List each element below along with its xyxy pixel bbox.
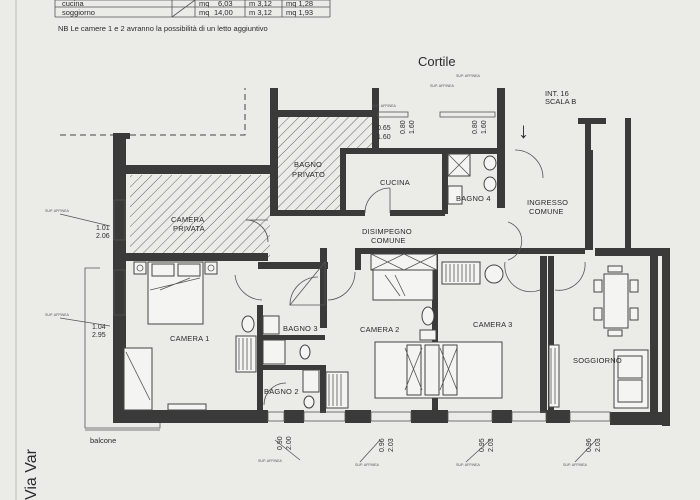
table-note: NB Le camere 1 e 2 avranno la possibilit… — [58, 24, 268, 33]
area-tag-top-a: SUP. AFFINEA — [372, 104, 397, 108]
table-cucina-height: m 3,12 — [249, 0, 272, 8]
doors — [234, 149, 586, 406]
table-soggiorno-aux: mq 1,93 — [286, 8, 313, 17]
entrance-ref-int: INT. 16 — [545, 89, 569, 98]
bagno4-label: BAGNO 4 — [456, 194, 491, 203]
area-tag-courtyard: SUP. AFFINEA — [456, 74, 481, 78]
dim-top-a1: 0.65 — [377, 125, 391, 132]
dining-table — [603, 273, 629, 329]
bagno-privato-label-2: PRIVATO — [292, 170, 325, 179]
camera3-label: CAMERA 3 — [473, 320, 513, 329]
area-tag-left-a: SUP. AFFINEA — [45, 209, 70, 213]
dim-bottom-b1: 0.96 — [379, 438, 386, 452]
dim-top-b1: 0.80 — [400, 120, 407, 134]
table-cucina-area: 6,03 — [218, 0, 233, 8]
corridor-wardrobe — [370, 253, 438, 271]
bagno3-label: BAGNO 3 — [283, 324, 318, 333]
dim-bottom-c1: 0.95 — [479, 438, 486, 452]
bagno2-label: BAGNO 2 — [264, 387, 299, 396]
dim-bottom-a1: 0.90 — [277, 436, 284, 450]
dim-top-a2: 1.60 — [377, 134, 391, 141]
table-soggiorno-name: soggiorno — [62, 8, 95, 17]
entrance-arrow-icon: ↓ — [518, 118, 529, 143]
camera-privata-hatch — [130, 175, 270, 258]
bagno-privato-label: BAGNO — [294, 160, 322, 169]
dim-left-a1: 1.01 — [96, 225, 110, 232]
furniture — [123, 153, 649, 411]
area-tag-bottom-a: SUP. AFFINEA — [258, 459, 283, 463]
area-tag-bottom-c: SUP. AFFINEA — [456, 463, 481, 467]
balcone-label: balcone — [90, 436, 116, 445]
dimensions: 0.65 1.60 0.80 1.60 0.80 1.60 SUP. AFFIN… — [45, 84, 602, 467]
camera3-wardrobe — [441, 261, 481, 285]
camera2-bed — [372, 269, 434, 301]
table-soggiorno-height: m 3,12 — [249, 8, 272, 17]
dim-top-c1: 0.80 — [472, 120, 479, 134]
balcony — [84, 267, 161, 431]
street-label: Via Var — [23, 448, 40, 500]
soggiorno-label: SOGGIORNO — [573, 356, 622, 365]
camera-privata-label: CAMERA — [171, 215, 204, 224]
area-tag-left-b: SUP. AFFINEA — [45, 313, 70, 317]
camera1-label: CAMERA 1 — [170, 334, 210, 343]
courtyard-label: Cortile — [418, 54, 456, 69]
area-tag-bottom-b: SUP. AFFINEA — [355, 463, 380, 467]
room-labels: BAGNO PRIVATO CUCINA BAGNO 4 INGRESSO CO… — [90, 160, 622, 445]
tv-unit — [548, 344, 560, 408]
table-cucina-unit: mq — [199, 0, 209, 8]
dim-bottom-d1: 0.96 — [586, 438, 593, 452]
dim-left-b1: 1.04 — [92, 324, 106, 331]
table-cucina-name: cucina — [62, 0, 85, 8]
table-soggiorno-unit: mq — [199, 8, 209, 17]
windows — [113, 111, 611, 422]
bagno-privato-hatch — [278, 117, 372, 212]
cucina-label: CUCINA — [380, 178, 410, 187]
ingresso-label: INGRESSO — [527, 198, 568, 207]
table-cucina-aux: mq 1,28 — [286, 0, 313, 8]
area-tag-top-b: SUP. AFFINEA — [430, 84, 455, 88]
dim-left-a2: 2.06 — [96, 233, 110, 240]
dim-top-b2: 1.60 — [409, 120, 416, 134]
disimpegno-label: DISIMPEGNO — [362, 227, 412, 236]
ingresso-label-2: COMUNE — [529, 207, 564, 216]
dim-top-c2: 1.60 — [481, 120, 488, 134]
area-table: cucina mq 6,03 m 3,12 mq 1,28 soggiorno … — [54, 0, 331, 33]
dim-bottom-d2: 2.03 — [595, 438, 602, 452]
walls — [113, 88, 670, 426]
dim-bottom-a2: 2.00 — [286, 436, 293, 450]
dim-left-b2: 2.95 — [92, 332, 106, 339]
entrance-ref-scala: SCALA B — [545, 97, 576, 106]
table-soggiorno-area: 14,00 — [214, 8, 233, 17]
area-tag-bottom-d: SUP. AFFINEA — [563, 463, 588, 467]
dim-bottom-c2: 2.03 — [488, 438, 495, 452]
disimpegno-label-2: COMUNE — [371, 236, 406, 245]
camera2-label: CAMERA 2 — [360, 325, 400, 334]
dim-bottom-b2: 2.03 — [388, 438, 395, 452]
camera1-extra-bed — [123, 347, 153, 411]
camera-privata-label-2: PRIVATA — [173, 224, 205, 233]
